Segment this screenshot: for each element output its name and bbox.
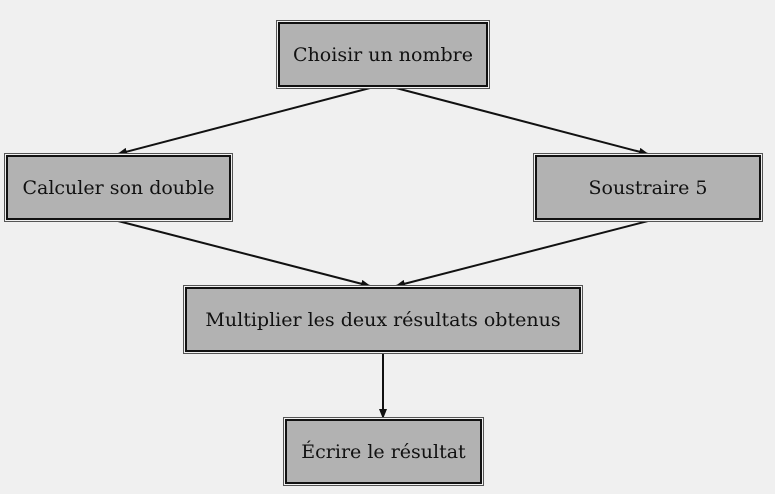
node-subtract-five: Soustraire 5 [535,155,761,220]
node-choose-number: Choisir un nombre [278,22,488,87]
node-label: Calculer son double [22,176,215,199]
arrow-double-to-multiply [117,220,371,288]
arrow-subtract-to-multiply [395,220,649,288]
node-label: Choisir un nombre [293,43,473,66]
node-label: Soustraire 5 [588,176,708,199]
arrow-start-to-subtract [395,87,649,156]
node-compute-double: Calculer son double [6,155,231,220]
node-label: Écrire le résultat [301,440,466,463]
node-label: Multiplier les deux résultats obtenus [205,308,561,331]
arrow-start-to-double [117,87,371,156]
node-multiply-results: Multiplier les deux résultats obtenus [185,287,581,352]
node-write-result: Écrire le résultat [285,419,482,484]
